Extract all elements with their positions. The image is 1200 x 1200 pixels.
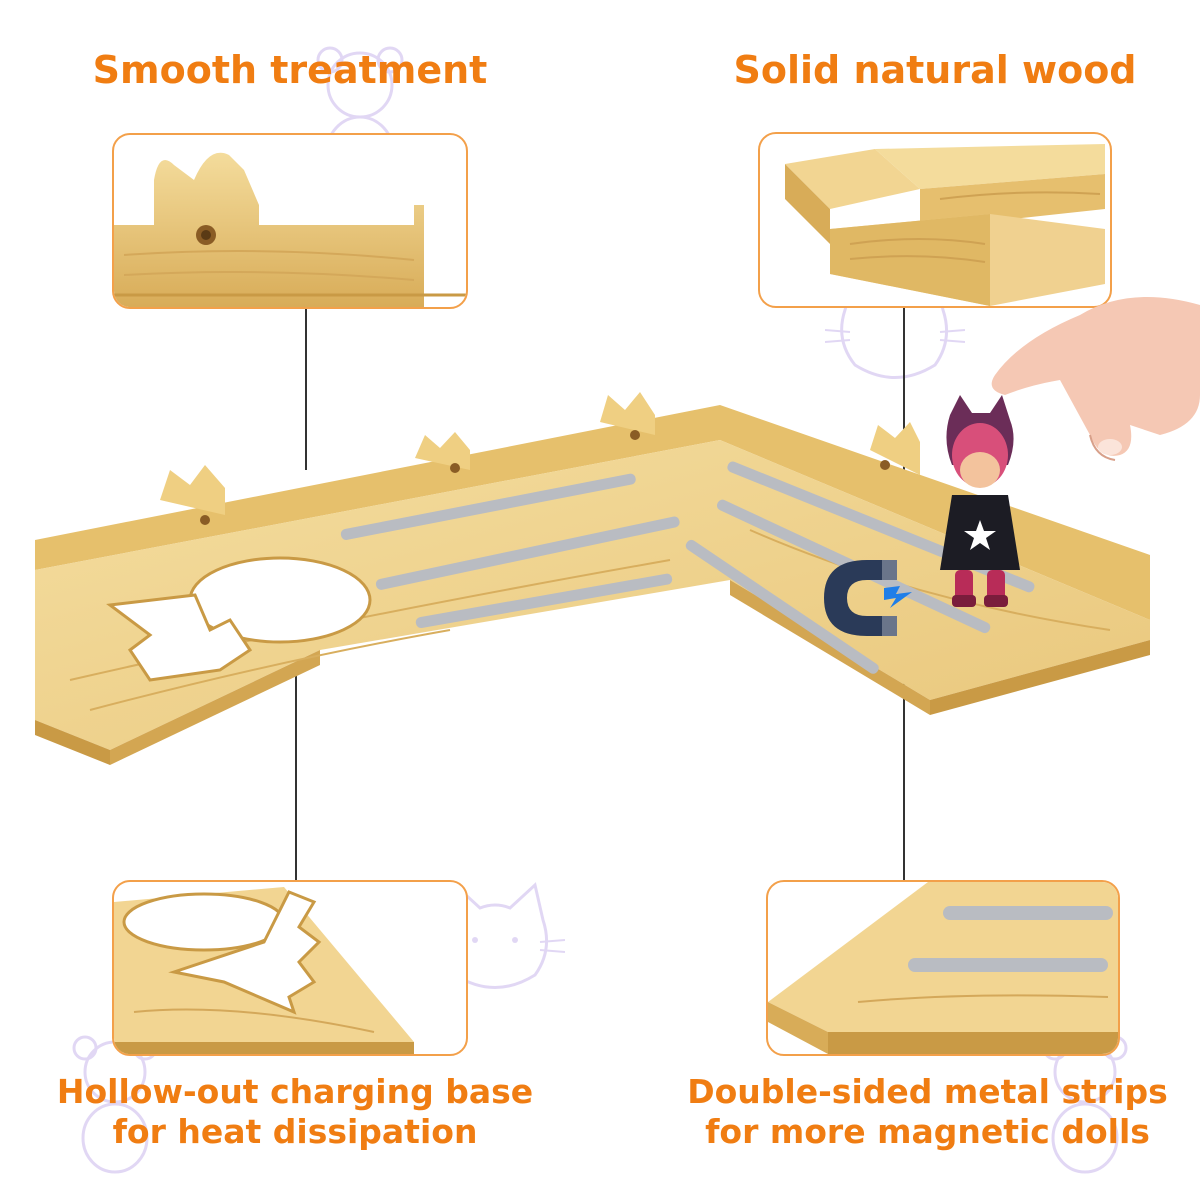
wood-planks-illustration — [785, 144, 1105, 306]
leader-line — [295, 665, 297, 880]
detail-panel-metal-strips — [766, 880, 1120, 1056]
magnet-icon — [824, 560, 897, 636]
metal-strip — [415, 573, 673, 629]
caption-line: for heat dissipation — [112, 1111, 478, 1151]
caption-line: Hollow-out charging base — [56, 1072, 534, 1111]
metal-strip — [375, 516, 680, 590]
star-icon — [964, 520, 996, 550]
caption-solid-natural-wood: Solid natural wood — [733, 48, 1137, 92]
corner-shelf-product — [30, 380, 1200, 780]
detail-panel-wood-planks — [758, 132, 1112, 308]
leader-line — [903, 660, 905, 880]
metal-strip — [908, 958, 1108, 972]
corner-shelf-illustration — [35, 392, 1150, 765]
detail-panel-hollow-base — [112, 880, 468, 1056]
hollow-base-illustration — [114, 887, 414, 1054]
hand-illustration — [991, 297, 1200, 461]
magnetic-doll-figure — [940, 395, 1020, 607]
caption-line: Double-sided metal strips — [687, 1072, 1168, 1111]
caption-smooth-treatment: Smooth treatment — [92, 48, 488, 92]
leader-line — [305, 305, 307, 470]
metal-strip — [340, 473, 636, 540]
lightning-icon — [884, 586, 912, 608]
caption-hollow-out-base: Hollow-out charging base for heat dissip… — [40, 1072, 550, 1151]
metal-strip — [685, 539, 879, 674]
caption-line: for more magnetic dolls — [705, 1111, 1150, 1151]
metal-strips-illustration — [768, 882, 1118, 1054]
caption-metal-strips: Double-sided metal strips for more magne… — [655, 1072, 1200, 1151]
leader-line — [903, 305, 905, 480]
metal-strip — [943, 906, 1113, 920]
detail-panel-smooth-edge — [112, 133, 468, 309]
cat-ear-edge-illustration — [114, 152, 466, 307]
